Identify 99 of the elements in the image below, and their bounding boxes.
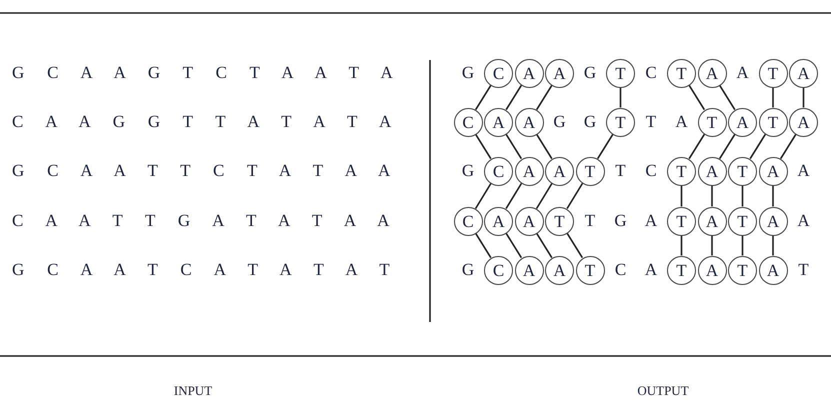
circled-base: A (514, 58, 544, 88)
base-letter: G (582, 63, 598, 83)
connector-line (596, 134, 614, 160)
circled-base: T (667, 206, 696, 236)
connector-line (474, 84, 492, 110)
connector-line (688, 84, 706, 110)
circled-base: T (758, 108, 788, 136)
circled-base: T (728, 156, 757, 186)
base-letter: A (674, 112, 689, 132)
base-letter: G (460, 260, 476, 280)
circled-base: A (514, 108, 544, 136)
circled-base: A (728, 108, 757, 136)
connector-line (536, 84, 553, 110)
base-letter: C (614, 260, 628, 280)
circled-base: C (454, 108, 482, 136)
connector-line (680, 236, 682, 256)
base-letter: T (614, 161, 627, 181)
circled-base: T (606, 58, 635, 88)
input-sequence: C A A T T G A T A T A A (12, 211, 399, 231)
connector-line (566, 232, 584, 258)
circled-base: C (484, 156, 513, 186)
circled-base: T (698, 108, 726, 136)
connector-line (505, 182, 522, 210)
circled-base: A (514, 256, 544, 284)
circled-base: A (698, 156, 726, 186)
connector-line (711, 186, 713, 206)
circled-base: C (484, 256, 513, 284)
base-letter: G (613, 211, 628, 231)
circled-base: A (698, 256, 726, 284)
panel-caption: INPUT (172, 383, 214, 399)
base-letter: A (796, 161, 811, 181)
circled-base: A (758, 156, 788, 186)
circled-base: C (454, 206, 482, 236)
circled-base: T (606, 108, 635, 136)
circled-base: A (545, 58, 574, 88)
connector-line (474, 232, 492, 258)
circled-base: A (514, 206, 544, 236)
connector-line (772, 88, 774, 108)
circled-base: A (698, 206, 726, 236)
connector-line (718, 84, 736, 110)
connector-line (505, 232, 522, 258)
circled-base: A (758, 206, 788, 236)
circled-base: A (484, 108, 513, 136)
connector-line (474, 182, 492, 210)
connector-line (780, 134, 797, 160)
circled-base: T (758, 58, 788, 88)
connector-line (742, 236, 744, 256)
base-letter: T (584, 211, 596, 231)
connector-line (711, 236, 713, 256)
connector-line (474, 134, 492, 160)
panel-caption: OUTPUT (636, 383, 690, 399)
base-letter: A (644, 260, 658, 280)
circled-base: C (484, 58, 513, 88)
base-letter: T (797, 260, 810, 280)
base-letter: G (460, 63, 476, 83)
base-letter: A (644, 211, 658, 231)
connector-line (718, 134, 736, 160)
circled-base: A (545, 256, 574, 284)
connector-line (680, 186, 682, 206)
circled-base: T (667, 156, 696, 186)
connector-line (749, 134, 766, 160)
base-letter: G (460, 161, 476, 181)
base-letter: C (644, 161, 658, 181)
circled-base: T (728, 256, 757, 284)
base-letter: G (582, 112, 598, 132)
circled-base: A (545, 156, 574, 186)
connector-line (536, 134, 553, 160)
circled-base: T (576, 256, 604, 284)
connector-line (536, 232, 553, 258)
circled-base: T (728, 206, 757, 236)
base-letter: A (735, 63, 750, 83)
connector-line (505, 84, 522, 110)
connector-line (620, 88, 622, 108)
connector-line (772, 236, 774, 256)
base-letter: C (644, 63, 658, 83)
connector-line (802, 88, 804, 108)
input-sequence: G C A A T T C T A T A A (12, 161, 400, 181)
circled-base: T (576, 156, 604, 186)
circled-base: A (789, 108, 818, 136)
input-sequence: G C A A G T C T A A T A (12, 63, 402, 83)
circled-base: A (698, 58, 726, 88)
connector-line (688, 134, 706, 160)
connector-line (566, 182, 584, 210)
circled-base: T (545, 206, 574, 236)
input-sequence: G C A A T C A T A T A T (12, 260, 399, 280)
circled-base: A (789, 58, 818, 88)
base-letter: A (796, 211, 811, 231)
connector-line (505, 134, 522, 160)
circled-base: A (758, 256, 788, 284)
input-sequence: C A A G G T T A T A T A (12, 112, 401, 132)
base-letter: T (644, 112, 658, 132)
circled-base: T (667, 256, 696, 284)
circled-base: A (484, 206, 513, 236)
circled-base: T (667, 58, 696, 88)
connector-line (772, 186, 774, 206)
circled-base: A (514, 156, 544, 186)
connector-line (536, 182, 553, 210)
base-letter: G (552, 112, 567, 132)
connector-line (742, 186, 744, 206)
